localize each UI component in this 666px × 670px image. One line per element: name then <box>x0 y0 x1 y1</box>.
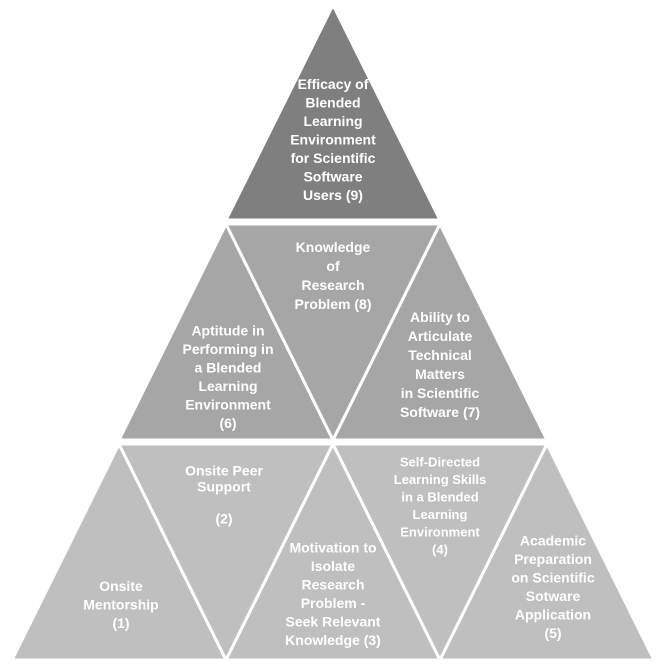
triangle-academic <box>437 440 657 662</box>
label-line: on Scientific <box>511 569 594 585</box>
label-line: Motivation to <box>289 539 376 555</box>
label-line: Application <box>515 606 591 622</box>
label-line: Learning Skills <box>394 472 486 487</box>
label-line: Onsite Peer <box>185 463 263 479</box>
label-line: Users (9) <box>303 187 363 203</box>
label-line: Research <box>301 277 364 293</box>
label-line: Blended <box>305 95 360 111</box>
label-line: Environment <box>290 132 376 148</box>
label-line: a Blended <box>195 359 262 375</box>
label-line: Mentorship <box>83 597 158 613</box>
label-line: Knowledge (3) <box>285 632 381 648</box>
label-line: Ability to <box>410 309 470 325</box>
label-line: Research <box>301 576 364 592</box>
label-line: Environment <box>185 396 271 412</box>
label-line: Learning <box>198 378 257 394</box>
label-line: in Scientific <box>401 385 480 401</box>
label-line: Efficacy of <box>298 76 369 92</box>
label-line: Seek Relevant <box>286 613 381 629</box>
label-line: (1) <box>112 615 129 631</box>
triangle-articulate <box>330 220 550 442</box>
label-line: Problem (8) <box>294 296 371 312</box>
label-line: for Scientific <box>291 150 376 166</box>
label-line: (4) <box>432 542 448 557</box>
label-line: Learning <box>413 507 468 522</box>
label-line: Learning <box>303 113 362 129</box>
label-line: Performing in <box>182 341 273 357</box>
label-line: Software <box>303 169 362 185</box>
label-line: Self-Directed <box>400 455 480 470</box>
label-line: Problem - <box>301 595 366 611</box>
label-line: Preparation <box>514 551 592 567</box>
label-line: Onsite <box>99 578 143 594</box>
label-line: (6) <box>219 415 236 431</box>
label-line: Isolate <box>311 558 356 574</box>
label-line: Environment <box>400 525 480 540</box>
label-line: Articulate <box>408 328 473 344</box>
label-line: (2) <box>215 511 232 527</box>
label-line: Aptitude in <box>191 322 264 338</box>
label-line: of <box>326 258 340 274</box>
label-line: Academic <box>520 532 586 548</box>
label-line: Technical <box>408 347 472 363</box>
label-line: (5) <box>544 625 561 641</box>
label-line: Matters <box>415 366 465 382</box>
label-line: Software (7) <box>400 404 480 420</box>
label-line: Sotware <box>526 588 581 604</box>
triangle-efficacy <box>223 1 443 222</box>
label-line: in a Blended <box>401 490 478 505</box>
label-line: Knowledge <box>296 239 371 255</box>
label-line: Support <box>197 479 251 495</box>
